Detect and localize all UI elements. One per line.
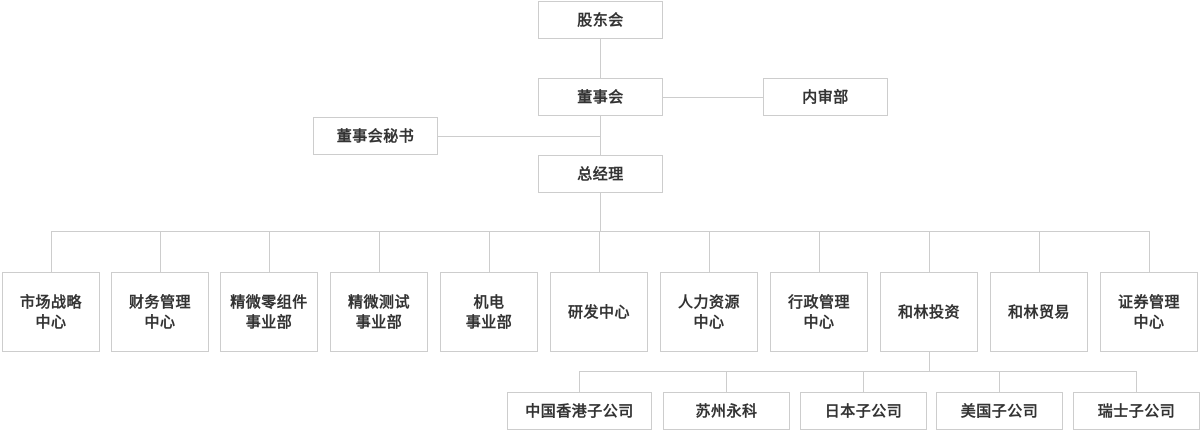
- org-node-dept-5[interactable]: 机电 事业部: [440, 272, 538, 352]
- org-node-sub-3[interactable]: 日本子公司: [800, 392, 927, 430]
- connector-line: [600, 39, 601, 78]
- org-node-dept-3[interactable]: 精微零组件 事业部: [220, 272, 318, 352]
- connector-line: [600, 193, 601, 231]
- org-node-general-manager[interactable]: 总经理: [538, 155, 663, 193]
- connector-line: [726, 371, 727, 392]
- org-node-dept-9[interactable]: 和林投资: [880, 272, 978, 352]
- connector-line: [51, 231, 52, 272]
- connector-line: [160, 231, 161, 272]
- org-node-dept-7[interactable]: 人力资源 中心: [660, 272, 758, 352]
- connector-line: [1039, 231, 1040, 272]
- org-node-dept-2[interactable]: 财务管理 中心: [111, 272, 209, 352]
- org-node-sub-1[interactable]: 中国香港子公司: [507, 392, 652, 430]
- connector-line: [999, 371, 1000, 392]
- org-node-sub-5[interactable]: 瑞士子公司: [1073, 392, 1200, 430]
- org-node-dept-10[interactable]: 和林贸易: [990, 272, 1088, 352]
- org-node-board[interactable]: 董事会: [538, 78, 663, 116]
- connector-line: [819, 231, 820, 272]
- org-node-audit[interactable]: 内审部: [763, 78, 888, 116]
- connector-line: [600, 116, 601, 155]
- org-node-dept-1[interactable]: 市场战略 中心: [2, 272, 100, 352]
- org-node-sub-4[interactable]: 美国子公司: [936, 392, 1063, 430]
- org-node-dept-8[interactable]: 行政管理 中心: [770, 272, 868, 352]
- connector-line: [929, 231, 930, 272]
- connector-line: [863, 371, 864, 392]
- org-node-shareholders[interactable]: 股东会: [538, 1, 663, 39]
- connector-line: [1136, 371, 1137, 392]
- org-node-dept-11[interactable]: 证券管理 中心: [1100, 272, 1198, 352]
- connector-line: [379, 231, 380, 272]
- connector-line: [709, 231, 710, 272]
- connector-line: [579, 371, 1137, 372]
- connector-line: [929, 352, 930, 371]
- org-node-board-secretary[interactable]: 董事会秘书: [313, 117, 438, 155]
- connector-line: [51, 231, 1150, 232]
- connector-line: [663, 97, 763, 98]
- connector-line: [438, 136, 600, 137]
- connector-line: [1149, 231, 1150, 272]
- org-node-sub-2[interactable]: 苏州永科: [663, 392, 790, 430]
- connector-line: [579, 371, 580, 392]
- connector-line: [599, 231, 600, 272]
- connector-line: [489, 231, 490, 272]
- org-node-dept-4[interactable]: 精微测试 事业部: [330, 272, 428, 352]
- connector-line: [269, 231, 270, 272]
- org-node-dept-6[interactable]: 研发中心: [550, 272, 648, 352]
